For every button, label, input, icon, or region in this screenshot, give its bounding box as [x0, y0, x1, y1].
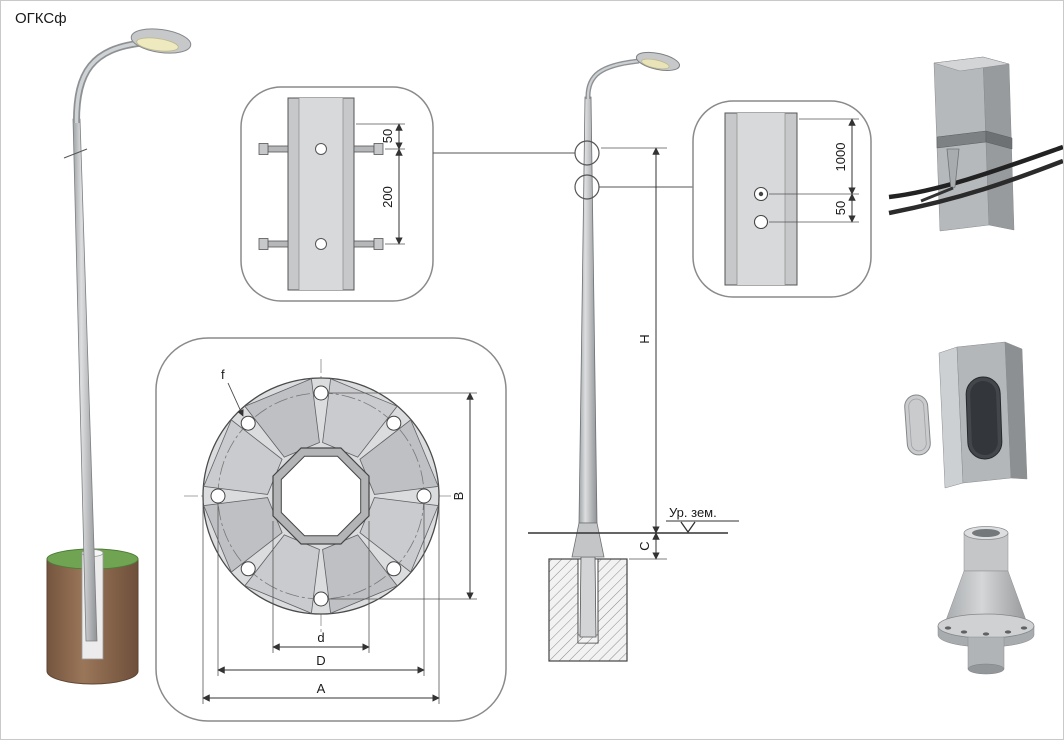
bolt [353, 238, 384, 250]
leader-line-f [227, 382, 244, 417]
dim-label-A: A [317, 681, 326, 696]
bolt [258, 238, 289, 250]
bolt-hole [315, 238, 327, 250]
pole-arm-3d [72, 39, 142, 124]
dim-label-1000: 1000 [833, 143, 848, 172]
cable [888, 144, 1063, 200]
dimension-A: A [202, 501, 440, 704]
bolt [258, 143, 289, 155]
hole-detail-callout: 1000 50 [692, 100, 872, 298]
shaft-octagon-inner [280, 455, 362, 537]
base-flare [571, 522, 605, 558]
dim-label-200: 200 [380, 186, 395, 208]
luminaire-elevation [635, 51, 681, 71]
luminaire-3d [130, 28, 192, 54]
hole [753, 214, 769, 230]
socket-opening [972, 529, 1000, 537]
break-mark [63, 148, 88, 159]
base-spigot [967, 663, 1005, 675]
dimension-1000-50: 1000 50 [769, 118, 859, 223]
ground-level-label: Ур. зем. [669, 505, 717, 520]
pole-3d-render [46, 28, 192, 685]
level-mark [680, 521, 696, 534]
pole-elevation-view: Ур. зем. H C [433, 51, 739, 662]
cable-clamp-render [888, 56, 1063, 232]
access-door-render [904, 341, 1028, 489]
dim-label-50: 50 [380, 129, 395, 143]
flange-bolt-holes-3d [944, 626, 1028, 636]
flange-bolt-holes [210, 385, 432, 607]
bolt-hole [315, 143, 327, 155]
embedded-shaft [579, 556, 597, 638]
cable [888, 158, 1063, 216]
bolt [353, 143, 384, 155]
dimension-B: B [329, 392, 477, 600]
dim-label-50: 50 [833, 201, 848, 215]
door-opening [965, 376, 1003, 460]
dim-label-H: H [637, 334, 652, 343]
dim-label-D: D [316, 653, 325, 668]
hole-diameter-label: f [221, 367, 225, 382]
dimension-D: D [217, 504, 425, 676]
gusset-ribs [203, 378, 439, 614]
dim-label-B: B [451, 492, 466, 501]
door-cover [904, 394, 931, 456]
pole-shaft-elevation [578, 96, 598, 524]
flange-base-render [937, 526, 1035, 675]
flange-plan-view-callout: f B d D A [155, 337, 507, 722]
dimension-50-200: 50 200 [356, 123, 405, 245]
dim-label-C: C [637, 541, 652, 550]
dimension-H: H [601, 147, 667, 534]
dimension-d: d [272, 521, 370, 653]
dimension-C: C [629, 532, 667, 560]
dim-label-d: d [317, 630, 324, 645]
wedge-clamp [946, 148, 960, 190]
bolt-joint-detail-callout: 50 200 [240, 86, 434, 302]
sheet-title: ОГКСф [15, 10, 67, 27]
